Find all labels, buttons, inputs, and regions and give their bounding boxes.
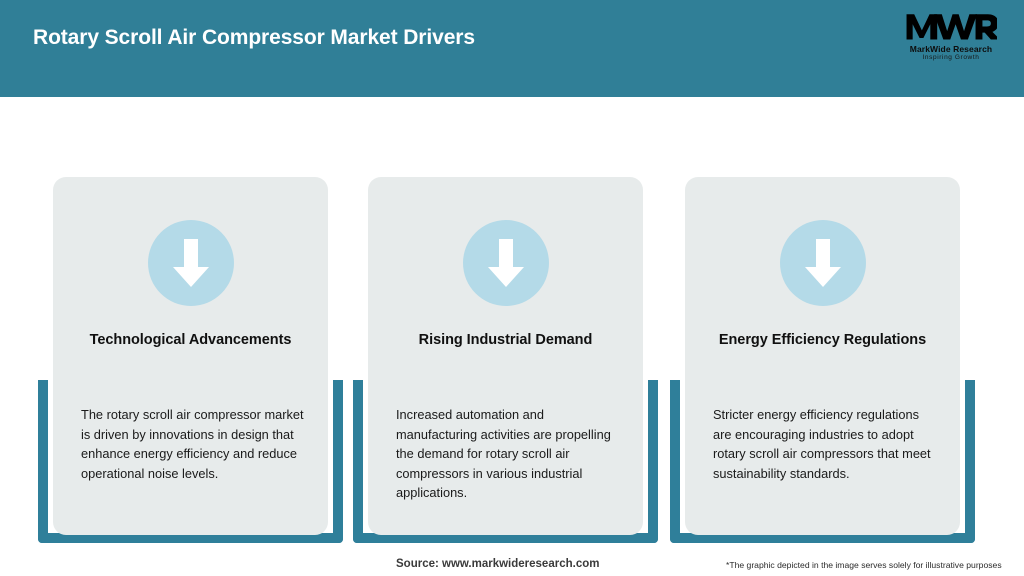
arrow-down-icon bbox=[779, 220, 866, 306]
driver-card-1[interactable]: Technological Advancements The rotary sc… bbox=[33, 97, 348, 547]
drivers-card-group: Technological Advancements The rotary sc… bbox=[0, 97, 1024, 547]
card-panel: Technological Advancements The rotary sc… bbox=[53, 177, 328, 535]
logo-company-name: MarkWide Research bbox=[909, 44, 993, 54]
arrow-down-glyph bbox=[172, 239, 209, 287]
page-header: Rotary Scroll Air Compressor Market Driv… bbox=[0, 0, 1024, 97]
driver-card-3[interactable]: Energy Efficiency Regulations Stricter e… bbox=[665, 97, 980, 547]
card-panel: Energy Efficiency Regulations Stricter e… bbox=[685, 177, 960, 535]
driver-card-2[interactable]: Rising Industrial Demand Increased autom… bbox=[348, 97, 663, 547]
mwr-logo-icon bbox=[906, 14, 997, 40]
card-accent-bracket bbox=[38, 380, 343, 543]
card-title: Rising Industrial Demand bbox=[418, 332, 593, 348]
arrow-down-glyph bbox=[804, 239, 841, 287]
footer-source: Source: www.markwideresearch.com bbox=[396, 558, 600, 570]
card-title: Energy Efficiency Regulations bbox=[718, 332, 927, 348]
card-body-text: The rotary scroll air compressor market … bbox=[81, 407, 304, 481]
brand-logo: MarkWide Research Inspiring Growth bbox=[896, 10, 1006, 66]
arrow-down-icon bbox=[462, 220, 549, 306]
card-panel: Rising Industrial Demand Increased autom… bbox=[368, 177, 643, 535]
card-accent-bracket bbox=[353, 380, 658, 543]
page-title: Rotary Scroll Air Compressor Market Driv… bbox=[33, 26, 475, 49]
card-body-text: Stricter energy efficiency regulations a… bbox=[713, 407, 931, 481]
card-accent-bracket bbox=[670, 380, 975, 543]
arrow-down-glyph bbox=[487, 239, 524, 287]
card-title: Technological Advancements bbox=[89, 332, 292, 348]
logo-tagline: Inspiring Growth bbox=[922, 54, 980, 61]
arrow-down-icon bbox=[147, 220, 234, 306]
footer-disclaimer: *The graphic depicted in the image serve… bbox=[726, 560, 1002, 570]
card-body-text: Increased automation and manufacturing a… bbox=[396, 407, 611, 500]
